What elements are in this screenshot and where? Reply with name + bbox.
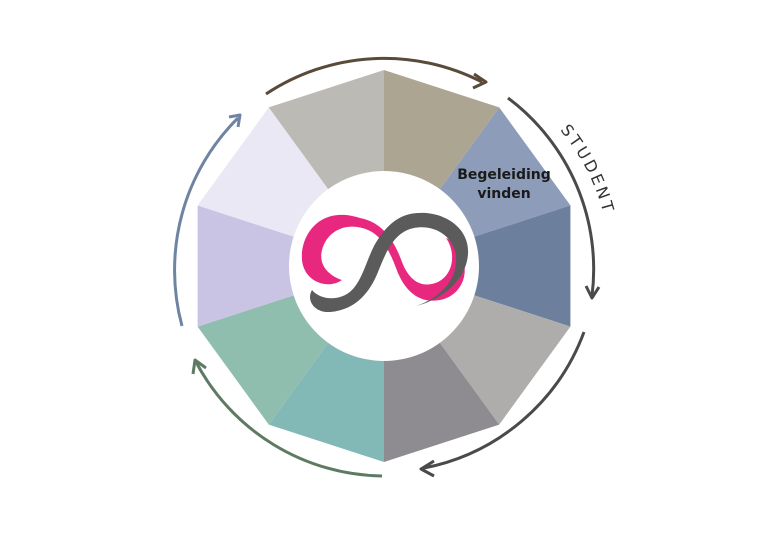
segment-label-line-2: vinden bbox=[477, 186, 530, 202]
arrowhead-left bbox=[228, 113, 242, 128]
arrowhead-lower-right bbox=[419, 459, 435, 478]
arc-arrow-left bbox=[173, 116, 240, 327]
arrowhead-bottom-left bbox=[191, 358, 207, 375]
cycle-arrows bbox=[173, 56, 601, 478]
arrowhead-upper-right bbox=[584, 285, 601, 300]
infinity-s-logo-icon bbox=[301, 212, 469, 313]
arc-arrow-upper-right bbox=[507, 96, 596, 297]
segment-label-line-1: Begeleiding bbox=[457, 167, 551, 183]
arc-arrow-bottom-left bbox=[194, 361, 383, 478]
arc-arrow-top bbox=[265, 56, 483, 96]
arrowhead-top bbox=[472, 72, 488, 90]
segment-label-begeleiding-vinden: Begeleiding vinden bbox=[457, 167, 551, 202]
arc-arrow-lower-right bbox=[423, 331, 586, 470]
